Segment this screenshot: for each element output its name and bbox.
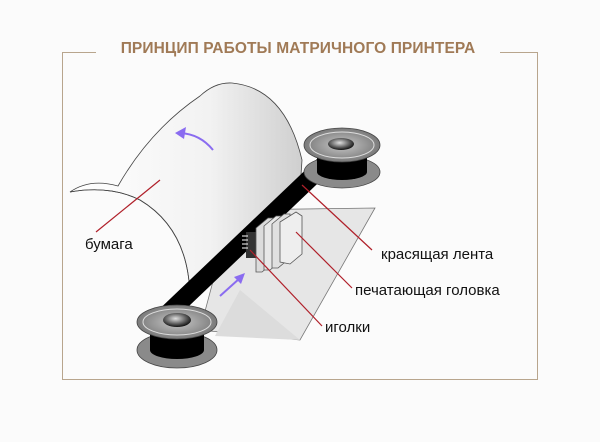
label-ribbon: красящая лента	[381, 246, 494, 263]
label-paper: бумага	[85, 236, 133, 253]
diagram-frame	[62, 52, 538, 380]
pointer-ribbon	[301, 184, 373, 251]
label-print-head: печатающая головка	[355, 282, 500, 299]
pointer-paper	[95, 179, 161, 233]
label-needles: иголки	[325, 319, 371, 336]
frame-top-left-line	[62, 52, 96, 53]
ribbon-motion-arrow	[219, 277, 241, 297]
spool-top	[303, 127, 381, 189]
spool-bottom	[136, 304, 218, 369]
print-head	[242, 211, 303, 273]
pointer-needles	[249, 249, 323, 327]
ink-ribbon	[150, 158, 336, 326]
pointer-print-head	[295, 231, 353, 289]
frame-top-right-line	[500, 52, 538, 53]
diagram-title: ПРИНЦИП РАБОТЫ МАТРИЧНОГО ПРИНТЕРА	[120, 40, 476, 57]
